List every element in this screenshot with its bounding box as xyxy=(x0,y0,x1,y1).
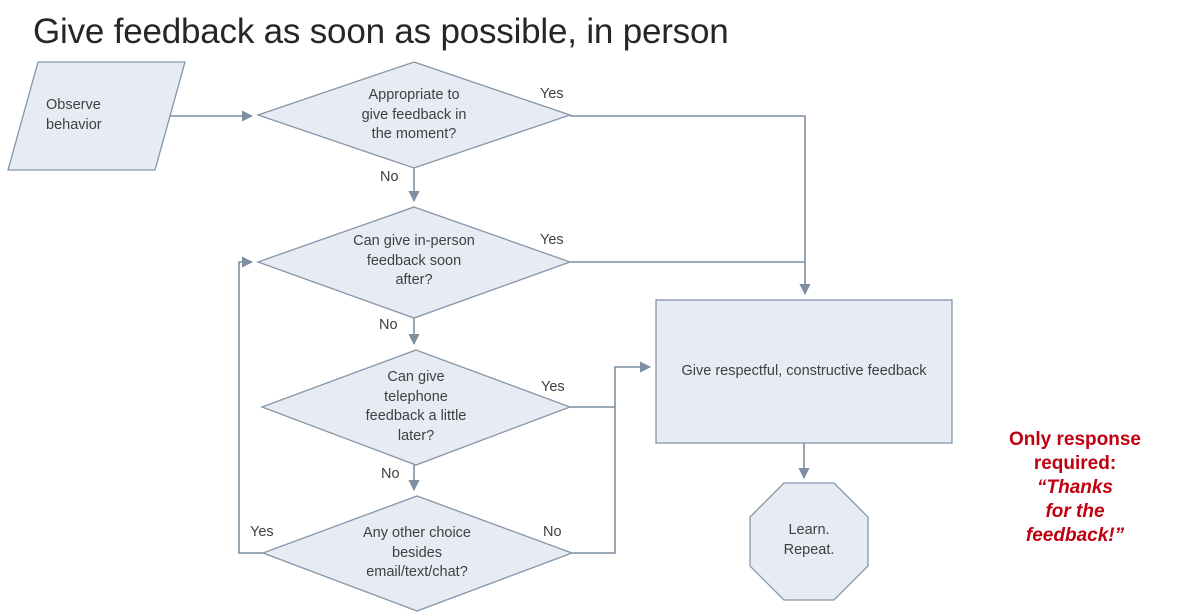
appropriate-in-moment-shape xyxy=(255,61,573,169)
observe-behavior-shape xyxy=(7,61,186,171)
edge-label-other-no: No xyxy=(543,524,562,540)
callout-line-1: Only response xyxy=(1009,429,1141,450)
callout-line-3: “Thanks xyxy=(1036,477,1114,498)
callout-line-4: for the xyxy=(1045,501,1105,522)
page-title: Give feedback as soon as possible, in pe… xyxy=(33,12,729,51)
learn-repeat-shape xyxy=(749,482,869,601)
edge-label-phone-yes: Yes xyxy=(541,379,565,395)
edge-other-yes-loop xyxy=(238,256,263,554)
edge-moment-yes xyxy=(570,115,811,296)
telephone-a-little-later-shape xyxy=(260,349,572,466)
any-other-choice-shape xyxy=(261,495,574,612)
callout-line-5: feedback!” xyxy=(1025,525,1125,546)
edge-label-moment-yes: Yes xyxy=(540,86,564,102)
in-person-soon-after-shape xyxy=(256,206,572,319)
edge-other-no xyxy=(572,407,616,554)
edge-label-moment-no: No xyxy=(380,169,399,185)
callout-only-response: Only response required: “Thanks for the … xyxy=(975,428,1175,548)
edge-label-other-yes: Yes xyxy=(250,524,274,540)
edge-phone-yes xyxy=(570,361,652,408)
callout-line-2: required: xyxy=(1033,453,1117,474)
give-feedback-shape xyxy=(655,299,953,444)
edge-label-inperson-yes: Yes xyxy=(540,232,564,248)
edge-label-inperson-no: No xyxy=(379,317,398,333)
edge-label-phone-no: No xyxy=(381,466,400,482)
